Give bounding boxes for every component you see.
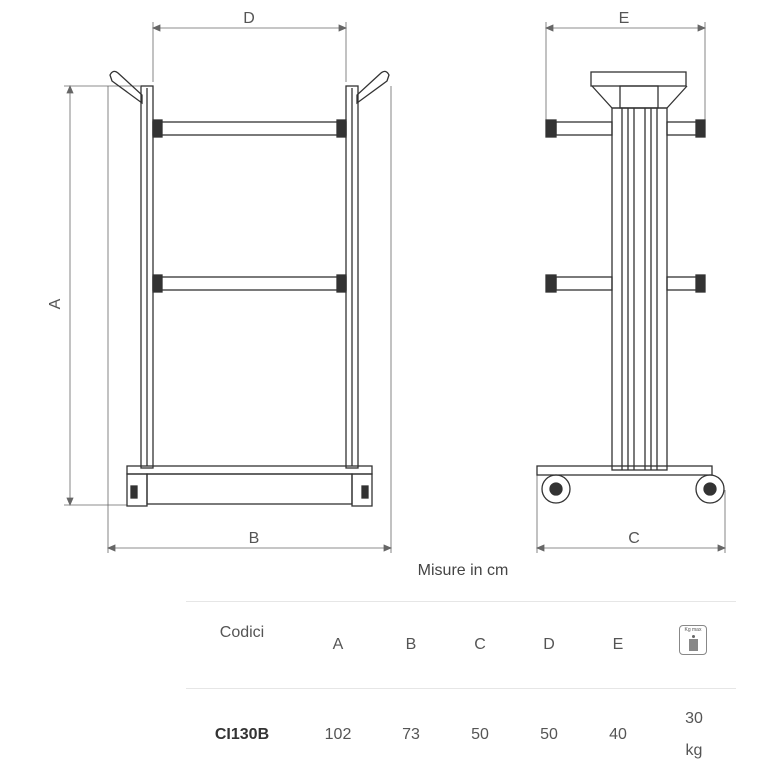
kg-max-weight-icon: Kg max	[679, 625, 707, 655]
dimension-a	[64, 84, 140, 507]
value-max-load-unit: kg	[685, 742, 703, 759]
value-max-load: 30	[685, 710, 703, 727]
header-codici: Codici	[219, 624, 265, 641]
value-b: 73	[402, 726, 420, 743]
header-b: B	[405, 636, 417, 653]
table-divider	[186, 688, 736, 689]
front-view	[109, 70, 390, 507]
dim-label-c: C	[628, 530, 640, 547]
dim-label-d: D	[243, 10, 255, 27]
dimension-d	[151, 22, 348, 82]
dim-label-e: E	[619, 10, 630, 27]
value-d: 50	[540, 726, 558, 743]
dimension-c	[535, 470, 727, 553]
header-e: E	[612, 636, 624, 653]
header-a: A	[332, 636, 344, 653]
header-c: C	[474, 636, 486, 653]
value-e: 40	[609, 726, 627, 743]
technical-drawing: D A B E C	[47, 10, 727, 553]
table-divider	[186, 601, 736, 602]
value-c: 50	[471, 726, 489, 743]
dimension-b	[106, 86, 393, 553]
dim-label-a: A	[47, 298, 64, 309]
header-d: D	[543, 636, 555, 653]
value-a: 102	[324, 726, 352, 743]
units-caption: Misure in cm	[417, 562, 509, 579]
dim-label-b: B	[249, 530, 260, 547]
kg-max-label: Kg max	[684, 627, 702, 633]
product-code: CI130B	[214, 726, 270, 743]
dimension-e	[544, 22, 707, 120]
side-view	[536, 71, 725, 504]
